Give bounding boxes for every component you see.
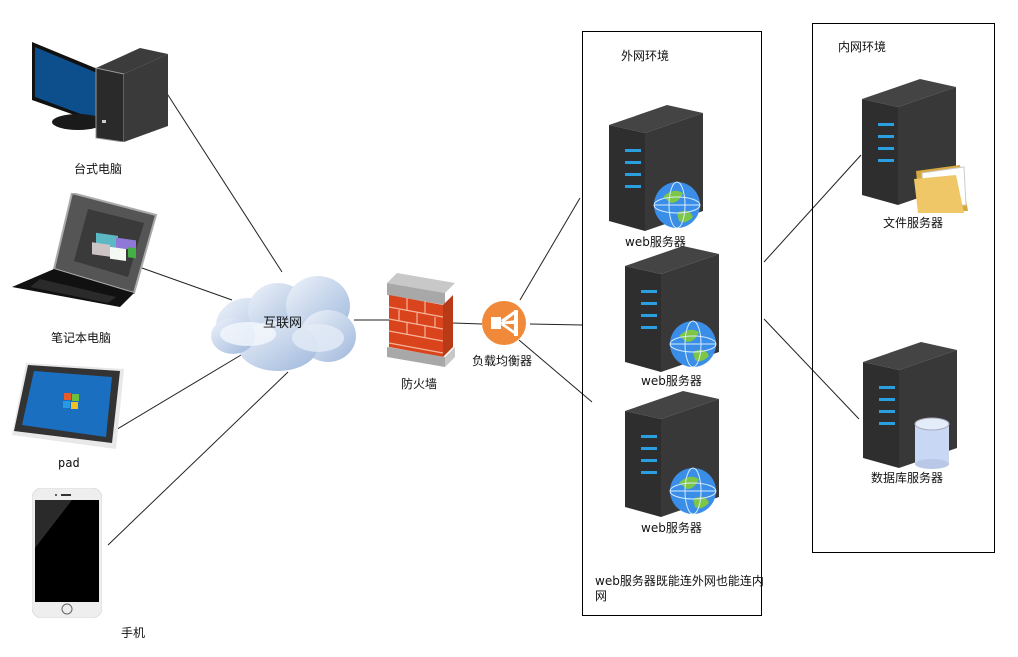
- link-tablet-internet: [113, 351, 247, 432]
- file-server-label: 文件服务器: [883, 216, 944, 230]
- web-server-icon[interactable]: [623, 246, 723, 376]
- desktop-computer-icon[interactable]: [30, 42, 170, 146]
- database-server-label: 数据库服务器: [871, 471, 944, 485]
- web-server-icon[interactable]: [607, 105, 707, 235]
- phone-label: 手机: [121, 626, 146, 640]
- internet-label: 互联网: [263, 316, 303, 331]
- internal-zone-title: 内网环境: [838, 40, 887, 54]
- web-server-label: web服务器: [641, 374, 702, 388]
- tablet-label: pad: [58, 456, 80, 470]
- external-zone-note: web服务器既能连外网也能连内网: [595, 574, 764, 603]
- web-server-label: web服务器: [625, 235, 686, 249]
- load-balancer-icon[interactable]: [481, 300, 527, 350]
- link-lb-web2: [529, 323, 583, 326]
- external-zone-box: [582, 31, 762, 616]
- firewall-label: 防火墙: [401, 377, 438, 391]
- link-firewall-lb: [452, 322, 483, 325]
- link-desktop-internet: [165, 91, 283, 273]
- link-laptop-internet: [141, 267, 233, 301]
- web-server-icon[interactable]: [623, 391, 723, 521]
- tablet-icon[interactable]: [12, 363, 128, 457]
- link-phone-internet: [107, 371, 289, 546]
- web-server-label: web服务器: [641, 521, 702, 535]
- load-balancer-label: 负载均衡器: [472, 354, 533, 368]
- smartphone-icon[interactable]: [31, 487, 103, 622]
- laptop-icon[interactable]: [12, 191, 158, 312]
- laptop-label: 笔记本电脑: [51, 331, 112, 345]
- file-server-icon[interactable]: [860, 79, 970, 219]
- link-lb-web1: [519, 197, 581, 301]
- internet-cloud-icon[interactable]: [208, 266, 358, 378]
- firewall-icon[interactable]: [387, 273, 457, 373]
- external-zone-title: 外网环境: [621, 49, 670, 63]
- database-server-icon[interactable]: [861, 342, 961, 474]
- desktop-label: 台式电脑: [74, 162, 123, 176]
- link-web-dbserver: [763, 318, 860, 420]
- internal-zone-box: [812, 23, 995, 553]
- link-lb-web3: [518, 339, 593, 403]
